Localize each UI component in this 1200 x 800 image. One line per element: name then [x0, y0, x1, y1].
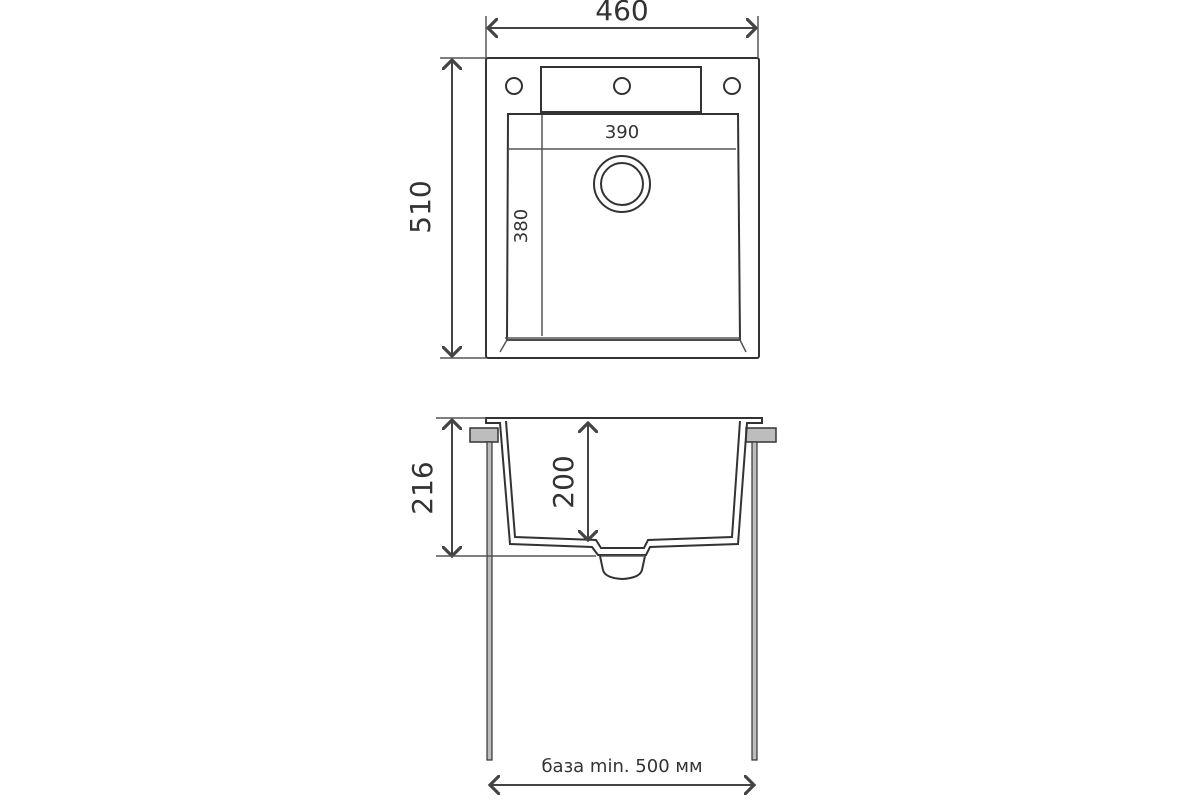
drain-siphon: [599, 555, 646, 581]
deck-panel: [540, 66, 702, 113]
top-depth-label: 510: [404, 180, 437, 233]
bowl-depth-label: 380: [511, 209, 532, 243]
faucet-hole-center: [613, 77, 631, 95]
top-view: 460 510 390 380: [404, 0, 760, 359]
cabinet-post-left: [486, 441, 493, 761]
support-left: [469, 427, 499, 443]
bowl-height-label: 200: [547, 455, 580, 508]
bowl-bottom-lip: [499, 339, 747, 353]
support-right: [745, 427, 777, 443]
cabinet-base-label: база min. 500 мм: [541, 756, 702, 777]
bowl-width-label: 390: [605, 122, 639, 143]
sink-outline: [485, 57, 760, 359]
cabinet-post-right: [751, 441, 758, 761]
faucet-hole-left: [505, 77, 523, 95]
side-view: 216 200 база min. 500 мм: [406, 417, 777, 785]
sink-body-inner: [505, 420, 741, 549]
drain-outer: [593, 155, 651, 213]
top-width-label: 460: [595, 0, 648, 27]
faucet-hole-right: [723, 77, 741, 95]
drain-inner: [600, 162, 644, 206]
side-height-label: 216: [406, 461, 439, 514]
sink-body-outer: [485, 417, 763, 556]
